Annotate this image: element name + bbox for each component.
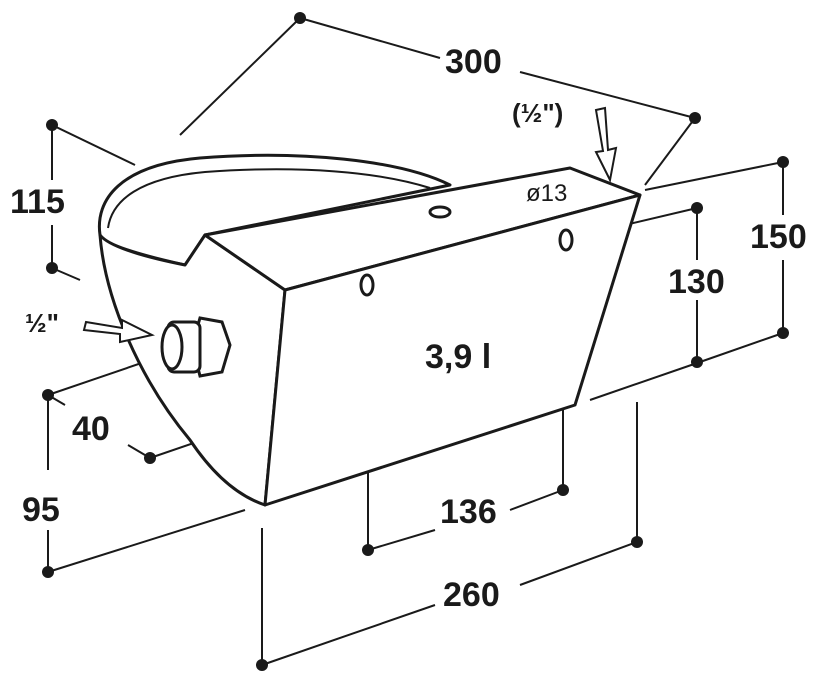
dimension-height-total: 150 <box>750 218 807 256</box>
dimension-height-side: 95 <box>22 491 60 529</box>
dimension-height-inlet: 130 <box>668 263 725 301</box>
dimension-hole-spacing: 136 <box>440 493 497 531</box>
dimension-length-base: 260 <box>443 576 500 614</box>
hole-diameter-label: ø13 <box>526 180 568 207</box>
side-inlet-label: ½" <box>25 308 60 338</box>
dimension-length-top: 300 <box>445 43 502 81</box>
dimension-depth-inlet: 40 <box>72 410 110 448</box>
volume-label: 3,9 l <box>425 338 492 376</box>
dimension-height-bowl: 115 <box>10 183 65 221</box>
top-inlet-label: (½") <box>512 98 564 128</box>
